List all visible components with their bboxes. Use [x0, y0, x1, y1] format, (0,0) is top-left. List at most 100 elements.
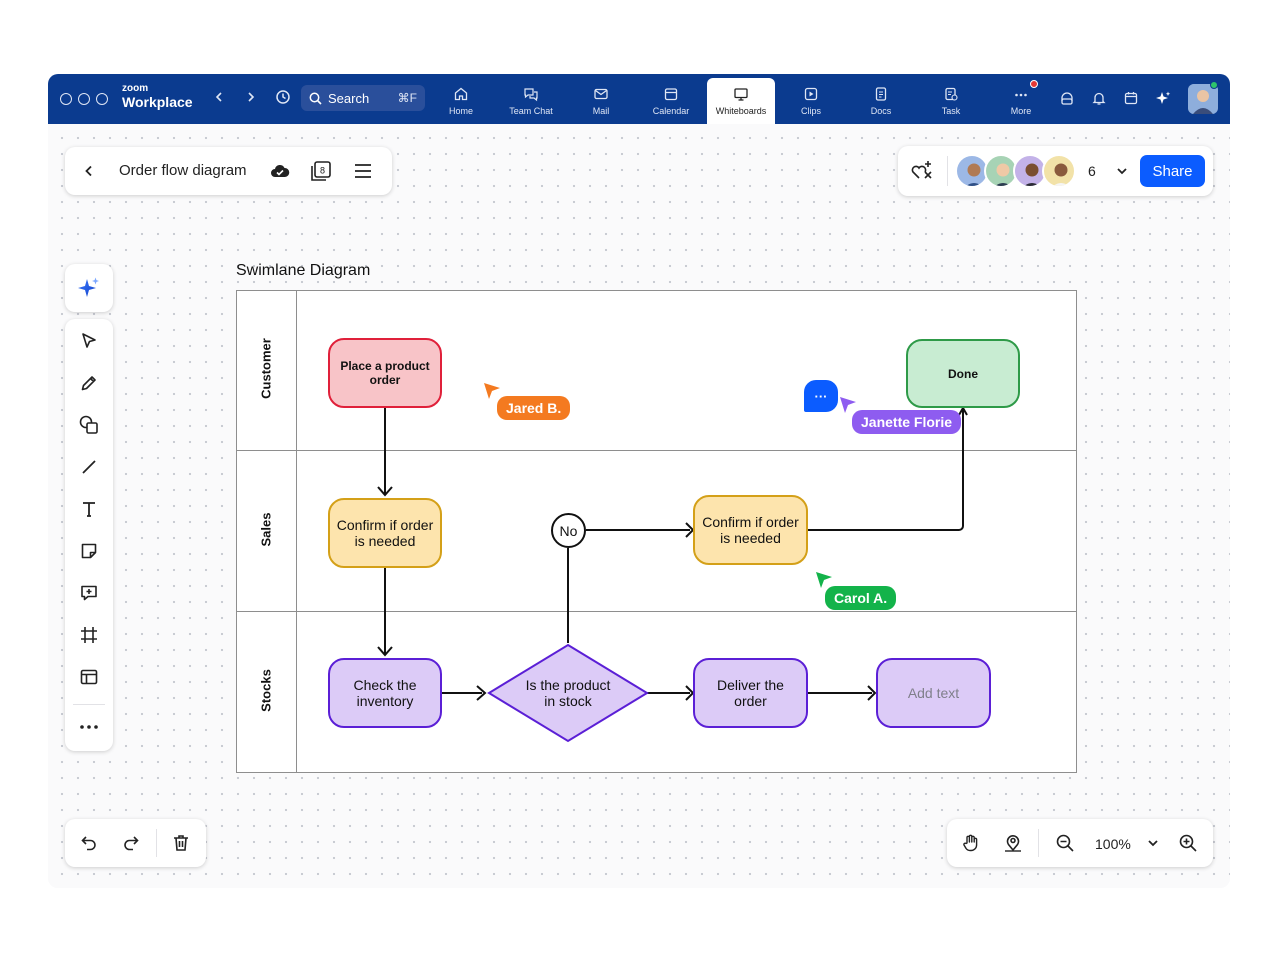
- whiteboard-canvas[interactable]: Order flow diagram 8: [48, 124, 1230, 888]
- brand-top: zoom: [122, 83, 149, 94]
- node-place-order[interactable]: Place a product order: [328, 338, 442, 408]
- menu-icon[interactable]: [353, 161, 373, 181]
- comment-bubble[interactable]: ···: [804, 380, 838, 412]
- chevron-down-icon[interactable]: [1113, 162, 1131, 180]
- tab-task-label: Task: [941, 106, 961, 116]
- tab-task[interactable]: Task: [916, 78, 986, 124]
- search-shortcut: ⌘F: [397, 91, 417, 105]
- sticky-note-icon[interactable]: [77, 539, 101, 563]
- back-arrow-icon[interactable]: [209, 89, 229, 109]
- notification-dot: [1030, 80, 1038, 88]
- calendar-icon: [664, 88, 678, 101]
- more-tools-icon[interactable]: [77, 715, 101, 739]
- undo-icon[interactable]: [77, 831, 101, 855]
- tab-home-label: Home: [448, 106, 473, 116]
- minimize-window-button[interactable]: [78, 93, 90, 105]
- collaborator-avatar[interactable]: [1042, 154, 1076, 188]
- node-check-inventory[interactable]: Check the inventory: [328, 658, 442, 728]
- zoom-out-icon[interactable]: [1053, 831, 1077, 855]
- back-chevron-icon[interactable]: [79, 161, 99, 181]
- node-done[interactable]: Done: [906, 339, 1020, 408]
- reactions-icon[interactable]: [910, 159, 934, 183]
- divider: [947, 156, 948, 186]
- collaboration-bar: 6 Share: [898, 146, 1213, 196]
- trash-icon[interactable]: [169, 831, 193, 855]
- node-confirm-order[interactable]: Confirm if order is needed: [693, 495, 808, 565]
- forward-arrow-icon[interactable]: [241, 89, 261, 109]
- task-icon: [945, 87, 958, 101]
- history-icon[interactable]: [273, 89, 293, 109]
- cursor-label-carol: Carol A.: [825, 586, 897, 610]
- locate-icon[interactable]: [1001, 831, 1025, 855]
- diagram-title[interactable]: Swimlane Diagram: [236, 262, 371, 279]
- search-icon: [309, 92, 322, 105]
- maximize-window-button[interactable]: [96, 93, 108, 105]
- zoom-level[interactable]: 100%: [1095, 836, 1131, 852]
- cursor-label-jared: Jared B.: [497, 396, 571, 420]
- tab-mail[interactable]: Mail: [566, 78, 636, 124]
- tab-whiteboards[interactable]: Whiteboards: [707, 78, 775, 124]
- user-avatar[interactable]: [1188, 84, 1218, 114]
- node-deliver-order[interactable]: Deliver the order: [693, 658, 808, 728]
- zoom-in-icon[interactable]: [1176, 831, 1200, 855]
- zoom-toolbar: 100%: [947, 819, 1213, 867]
- connectors: [377, 405, 968, 701]
- pages-icon[interactable]: 8: [309, 159, 333, 183]
- app-logo: zoom Workplace: [122, 83, 193, 110]
- tab-docs-label: Docs: [870, 106, 892, 116]
- tools-toolbar: [65, 319, 113, 751]
- window-controls: [60, 93, 108, 105]
- bell-icon[interactable]: [1090, 88, 1108, 108]
- more-icon: [1015, 93, 1027, 97]
- comment-add-icon[interactable]: [77, 581, 101, 605]
- tab-more[interactable]: More: [986, 78, 1056, 124]
- app-window: zoom Workplace Search ⌘F Home Te: [48, 74, 1230, 888]
- hand-pan-icon[interactable]: [959, 831, 983, 855]
- main-tabs: Home Team Chat Mail Calendar Whiteboards…: [426, 78, 1056, 124]
- arrowhead: [377, 646, 393, 657]
- share-button[interactable]: Share: [1140, 155, 1205, 187]
- home-icon: [454, 87, 468, 101]
- schedule-icon[interactable]: [1122, 88, 1140, 108]
- titlebar-actions: [1058, 88, 1172, 108]
- text-icon[interactable]: [77, 497, 101, 521]
- sparkle-icon: [76, 275, 102, 301]
- clips-icon: [804, 87, 818, 101]
- select-pointer-icon[interactable]: [77, 329, 101, 353]
- collaborator-avatar[interactable]: [955, 154, 989, 188]
- tab-calendar[interactable]: Calendar: [636, 78, 706, 124]
- collaborator-avatar[interactable]: [984, 154, 1018, 188]
- tab-clips-label: Clips: [800, 106, 821, 116]
- divider: [1038, 829, 1039, 857]
- headset-icon[interactable]: [1058, 88, 1076, 108]
- close-window-button[interactable]: [60, 93, 72, 105]
- ai-companion-icon[interactable]: [1154, 88, 1172, 108]
- decision-diamond[interactable]: [487, 643, 649, 743]
- tab-docs[interactable]: Docs: [846, 78, 916, 124]
- tab-team-chat[interactable]: Team Chat: [496, 78, 566, 124]
- search-bar[interactable]: Search ⌘F: [301, 85, 425, 111]
- board-title[interactable]: Order flow diagram: [119, 162, 247, 179]
- template-icon[interactable]: [77, 665, 101, 689]
- ai-assist-button[interactable]: [65, 264, 113, 312]
- line-icon[interactable]: [77, 455, 101, 479]
- online-status-dot: [1210, 81, 1218, 89]
- node-confirm-order[interactable]: Confirm if order is needed: [328, 498, 442, 568]
- frame-icon[interactable]: [77, 623, 101, 647]
- janette-cursor-icon: [840, 397, 856, 413]
- node-no[interactable]: No: [551, 513, 586, 548]
- node-add-text[interactable]: Add text: [876, 658, 991, 728]
- node-in-stock[interactable]: Is the product in stock: [525, 677, 611, 709]
- chevron-down-icon[interactable]: [1144, 834, 1162, 852]
- tab-more-label: More: [1010, 106, 1032, 116]
- redo-icon[interactable]: [119, 831, 143, 855]
- collaborator-avatar[interactable]: [1013, 154, 1047, 188]
- pen-icon[interactable]: [77, 371, 101, 395]
- history-toolbar: [65, 819, 206, 867]
- tab-clips[interactable]: Clips: [776, 78, 846, 124]
- divider: [156, 829, 157, 857]
- shapes-icon[interactable]: [77, 413, 101, 437]
- tab-home[interactable]: Home: [426, 78, 496, 124]
- brand-bottom: Workplace: [122, 94, 193, 110]
- chat-icon: [524, 88, 538, 102]
